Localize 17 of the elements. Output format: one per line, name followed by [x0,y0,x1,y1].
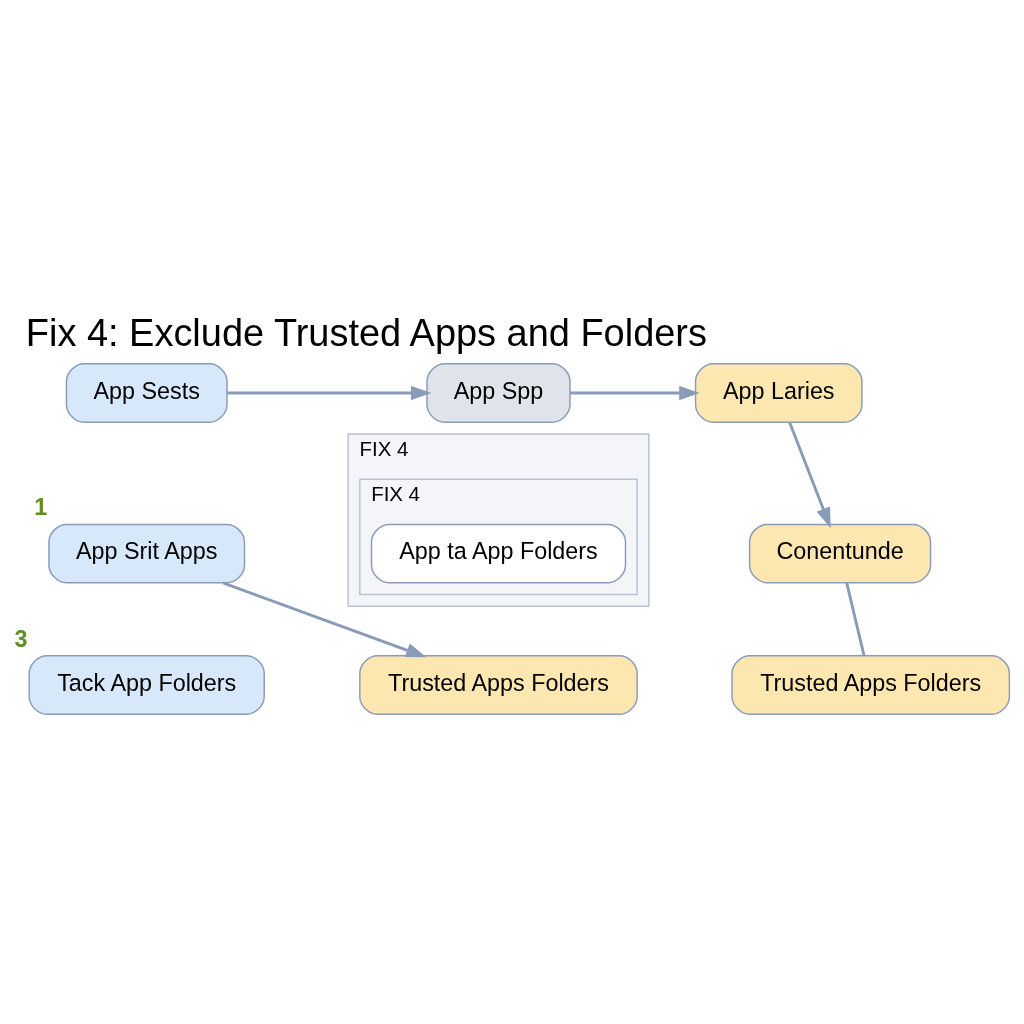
arrow [222,581,427,658]
node-box: Conentunde [748,523,932,584]
node-box: App Laries [694,363,863,423]
node-box: App ta App Folders [370,523,627,584]
node-label: 3 [14,625,28,652]
diagram-title: Fix 4: Exclude Trusted Apps and Folders [25,312,707,355]
arrow [227,385,432,401]
node-label: 1 [34,494,48,521]
node-box: App Srit Apps [48,523,246,584]
connector [845,582,866,657]
node-box: Trusted Apps Folders [731,655,1011,715]
arrow [788,421,831,529]
node-box: App Sests [65,363,228,423]
node-box: Tack App Folders [28,655,265,715]
node-box: App Spp [426,363,571,423]
node-box: Trusted Apps Folders [359,655,638,715]
arrow [570,385,700,401]
